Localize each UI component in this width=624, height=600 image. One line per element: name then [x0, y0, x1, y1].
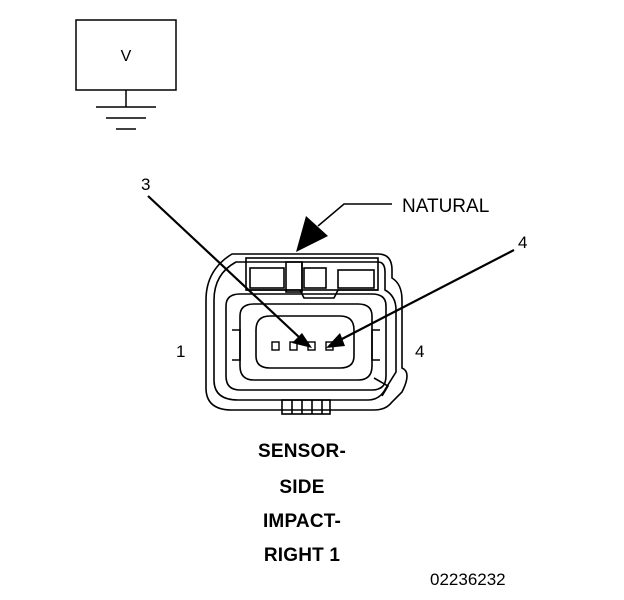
color-callout-leader — [296, 203, 392, 252]
color-callout-label: NATURAL — [402, 196, 489, 217]
cavity-1-label: 1 — [176, 342, 185, 361]
pin-3-callout-label: 3 — [141, 175, 150, 194]
voltmeter-symbol: V — [75, 19, 177, 130]
connector-title-line-1: SENSOR- — [258, 441, 346, 462]
arrow-head-icon — [296, 216, 328, 252]
voltmeter-label: V — [121, 48, 132, 65]
connector-body — [205, 253, 408, 415]
pin-1 — [271, 341, 280, 351]
cavity-4-label: 4 — [415, 342, 424, 361]
connector-title-line-4: RIGHT 1 — [263, 545, 341, 566]
pin-4-leader — [326, 249, 515, 348]
arrow-head-icon — [292, 333, 312, 348]
connector-title-line-2: SIDE — [279, 477, 325, 498]
figure-number: 02236232 — [430, 570, 506, 589]
connector-title-line-3: IMPACT- — [262, 511, 342, 532]
arrow-head-icon — [326, 333, 345, 348]
ground-icon — [96, 106, 156, 130]
pin-4-callout-label: 4 — [518, 233, 527, 252]
pin-3-leader — [147, 195, 312, 348]
